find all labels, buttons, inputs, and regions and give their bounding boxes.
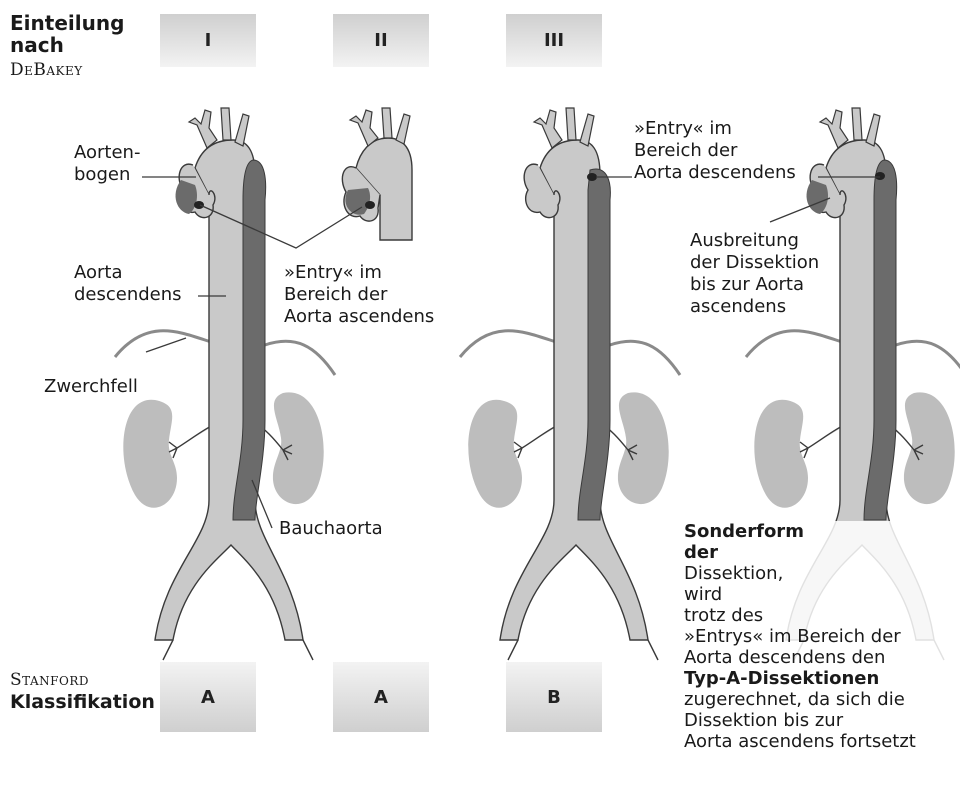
- label-entry-ascendens-1: »Entry« im: [284, 262, 382, 283]
- note-line11: Aorta ascendens fortsetzt: [684, 731, 956, 752]
- header-title-line2: nach: [10, 35, 64, 56]
- note-line1: Sonderform: [684, 521, 956, 542]
- type-i-aorta: [115, 108, 335, 660]
- footer-title-line1: Stanford: [10, 670, 89, 691]
- label-ausbreitung-4: ascendens: [690, 296, 786, 317]
- label-bauchaorta: Bauchaorta: [279, 518, 383, 539]
- note-line7: Aorta descendens den: [684, 647, 956, 668]
- label-ausbreitung-1: Ausbreitung: [690, 230, 799, 251]
- label-entry-descendens-1: »Entry« im: [634, 118, 732, 139]
- note-line2: der: [684, 542, 956, 563]
- note-line4: wird: [684, 584, 956, 605]
- note-line5: trotz des: [684, 605, 956, 626]
- label-aorta-descendens-2: descendens: [74, 284, 182, 305]
- label-ausbreitung-3: bis zur Aorta: [690, 274, 804, 295]
- label-entry-descendens-2: Bereich der: [634, 140, 737, 161]
- note-line6: »Entrys« im Bereich der: [684, 626, 956, 647]
- label-entry-descendens-3: Aorta descendens: [634, 162, 796, 183]
- type-ii-aorta: [342, 108, 412, 240]
- header-title-line1: Einteilung: [10, 13, 124, 34]
- label-aorta-descendens-1: Aorta: [74, 262, 123, 283]
- note-line3: Dissektion,: [684, 563, 956, 584]
- leader-zwerchfell: [146, 338, 186, 352]
- header-title-line3: DeBakey: [10, 60, 83, 81]
- type-iii-aorta: [460, 108, 680, 660]
- note-line8: Typ-A-Dissektionen: [684, 668, 956, 689]
- label-entry-ascendens-2: Bereich der: [284, 284, 387, 305]
- label-aortenbogen-1: Aorten-: [74, 142, 140, 163]
- note-line9: zugerechnet, da sich die: [684, 689, 956, 710]
- note-line10: Dissektion bis zur: [684, 710, 956, 731]
- label-zwerchfell: Zwerchfell: [44, 376, 138, 397]
- special-form-note: Sonderform der Dissektion, wird trotz de…: [684, 521, 956, 752]
- label-entry-ascendens-3: Aorta ascendens: [284, 306, 434, 327]
- label-aortenbogen-2: bogen: [74, 164, 130, 185]
- footer-title-line2: Klassifikation: [10, 692, 155, 713]
- label-ausbreitung-2: der Dissektion: [690, 252, 819, 273]
